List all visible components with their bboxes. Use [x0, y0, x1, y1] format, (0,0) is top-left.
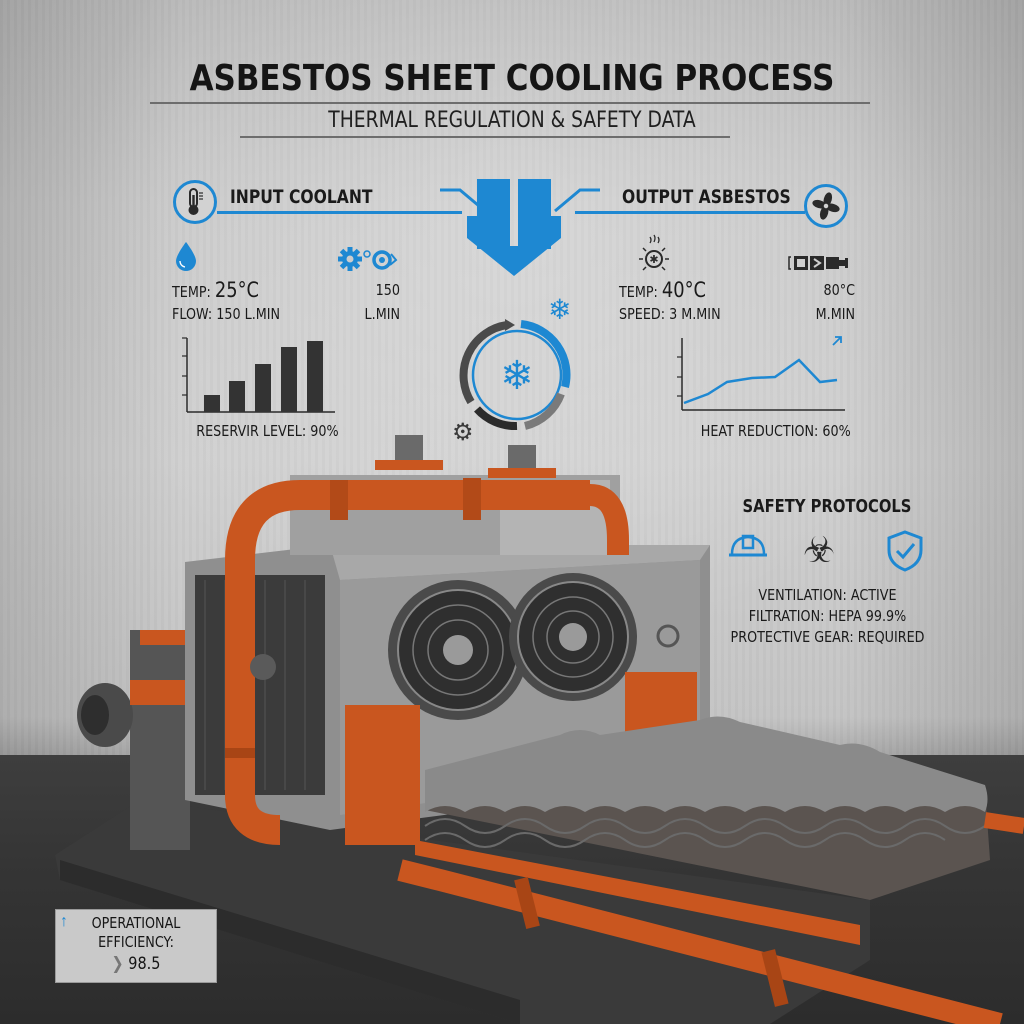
page-subtitle: THERMAL REGULATION & SAFETY DATA	[328, 108, 696, 133]
input-secondary-unit: L.MIN	[364, 305, 400, 323]
output-asbestos-heading: OUTPUT ASBESTOS	[622, 186, 791, 208]
output-speed-label: SPEED:	[619, 305, 666, 323]
title-divider	[150, 102, 870, 104]
output-connector-line	[575, 211, 805, 214]
safety-heading-text: SAFETY PROTOCOLS	[742, 496, 912, 517]
input-temp-stat: TEMP: 25°C	[172, 278, 259, 302]
gears-icon	[338, 246, 400, 277]
output-speed-stat: SPEED: 3 M.MIN	[619, 305, 721, 323]
output-secondary-value: 80°C	[823, 281, 855, 299]
input-flow-value: 150 L.MIN	[216, 305, 281, 323]
input-temp-label: TEMP:	[172, 283, 211, 301]
arrow-up-icon: ↑	[60, 913, 68, 930]
heat-reduction-caption: HEAT REDUCTION: 60%	[700, 422, 851, 440]
safety-filtration: FILTRATION: HEPA 99.9%	[748, 607, 907, 625]
heat-reduction-line-chart	[675, 333, 855, 413]
cycle-ring-icon: ❄	[455, 312, 580, 442]
output-speed-value: 3 M.MIN	[669, 305, 721, 323]
safety-status-list: VENTILATION: ACTIVE FILTRATION: HEPA 99.…	[705, 585, 950, 648]
efficiency-label-line2: EFFICIENCY:	[98, 933, 174, 951]
output-secondary-unit: M.MIN	[815, 305, 855, 323]
efficiency-label-line1: OPERATIONAL	[91, 914, 181, 932]
output-temp-label: TEMP:	[619, 283, 658, 301]
input-flow-label: FLOW:	[172, 305, 213, 323]
chevron-right-icon: ❯	[111, 954, 124, 974]
output-temp-stat: TEMP: 40°C	[619, 278, 706, 302]
reservoir-level-caption: RESERVIR LEVEL: 90%	[196, 422, 339, 440]
reservoir-bar-chart	[180, 335, 335, 415]
subtitle-divider	[240, 136, 730, 138]
conveyor-icon	[787, 254, 853, 277]
svg-text:❄: ❄	[500, 353, 534, 399]
input-secondary-value: 150	[375, 281, 400, 299]
input-flow-stat: FLOW: 150 L.MIN	[172, 305, 280, 323]
fan-icon	[804, 184, 848, 228]
output-temp-value: 40°C	[661, 278, 707, 302]
safety-ventilation: VENTILATION: ACTIVE	[758, 586, 897, 604]
heat-sun-icon: ✱	[633, 234, 675, 279]
hard-hat-icon	[728, 532, 768, 565]
page-title: ASBESTOS SHEET COOLING PROCESS	[189, 58, 835, 99]
water-drop-icon	[175, 241, 197, 276]
svg-text:✱: ✱	[649, 253, 658, 266]
down-arrow-icon	[440, 176, 600, 276]
snowflake-icon-small: ❄	[548, 294, 572, 325]
gear-icon: ⚙	[452, 419, 474, 446]
efficiency-value-row: ❯ 98.5	[68, 955, 204, 974]
input-connector-line	[217, 211, 462, 214]
cooling-machine-illustration	[0, 430, 1024, 1024]
safety-protective-gear: PROTECTIVE GEAR: REQUIRED	[730, 628, 925, 646]
input-temp-value: 25°C	[214, 278, 260, 302]
safety-protocols-heading: SAFETY PROTOCOLS	[712, 496, 942, 517]
efficiency-value: 98.5	[128, 954, 161, 974]
input-coolant-heading: INPUT COOLANT	[230, 186, 373, 208]
biohazard-icon: ☣	[803, 529, 836, 570]
thermometer-icon	[173, 180, 217, 224]
operational-efficiency-card: ↑ OPERATIONAL EFFICIENCY: ❯ 98.5	[55, 909, 217, 983]
shield-check-icon	[886, 530, 924, 577]
